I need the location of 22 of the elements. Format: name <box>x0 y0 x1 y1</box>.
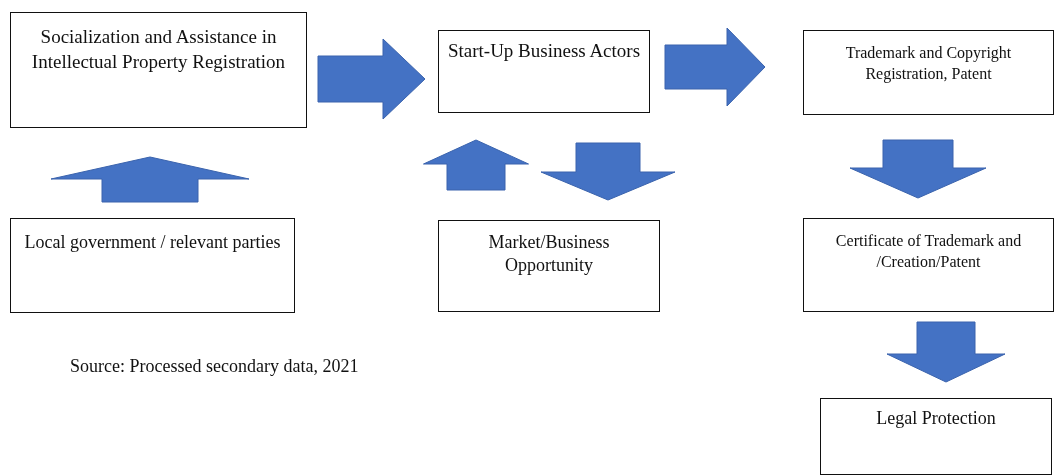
process-box <box>820 398 1052 475</box>
process-box <box>803 218 1054 312</box>
box-text: Legal Protection <box>876 407 996 430</box>
process-box <box>10 12 307 128</box>
process-box <box>803 30 1054 115</box>
box-text: Certificate of Trademark and /Creation/Patent <box>834 231 1023 272</box>
block-arrow <box>540 142 676 201</box>
block-arrow <box>423 139 529 191</box>
box-text: Socialization and Assistance in Intellectual Property Registration <box>30 25 287 74</box>
box-text: Local government / relevant parties <box>24 231 281 254</box>
box-text: Market/Business Opportunity <box>487 231 611 278</box>
block-arrow <box>50 156 250 203</box>
box-text: Start-Up Business Actors <box>447 39 641 63</box>
process-box <box>438 220 660 312</box>
block-arrow <box>317 38 426 120</box>
block-arrow <box>849 139 987 199</box>
block-arrow <box>886 321 1006 383</box>
box-text: Trademark and Copyright Registration, Patent <box>844 43 1013 85</box>
block-arrow <box>664 27 766 107</box>
process-box <box>438 30 650 113</box>
process-box <box>10 218 295 313</box>
source-note: Source: Processed secondary data, 2021 <box>70 356 359 377</box>
